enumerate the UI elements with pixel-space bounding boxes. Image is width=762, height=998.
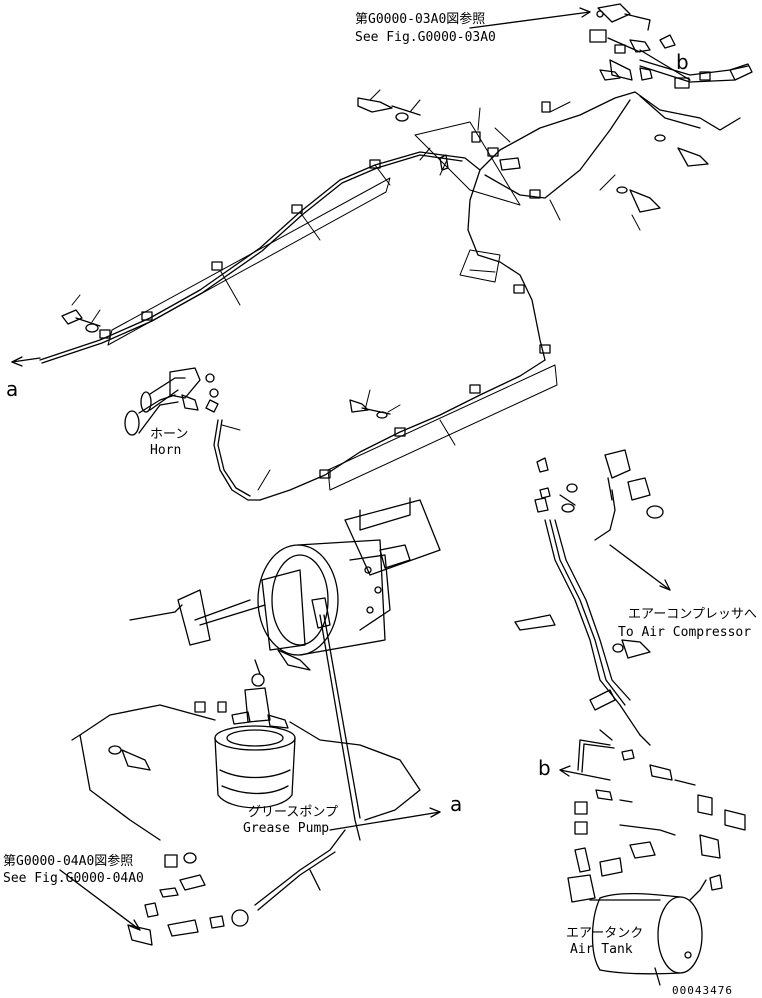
air-tank-label-jp: エアータンク: [566, 926, 644, 941]
grease-pump-icon: [71, 659, 421, 868]
horn-icon: [124, 367, 261, 501]
upper-air-line: [39, 91, 636, 501]
air-tank-label-en: Air Tank: [570, 942, 633, 957]
lower-left-fittings: [108, 745, 346, 946]
compressor-label-jp: エアーコンプレッサへ: [628, 607, 757, 622]
ref-top-jp: 第G0000-03A0図参照: [355, 12, 486, 27]
marker-a-bottom: a: [450, 792, 463, 816]
leader-lines: [71, 89, 641, 491]
grease-pump-label-en: Grease Pump: [243, 821, 330, 836]
compressor-label-en: To Air Compressor: [618, 625, 752, 640]
reference-arrows: [11, 7, 691, 931]
compressor-lines: [514, 449, 746, 891]
top-valve-cluster: [589, 3, 753, 131]
ref-top-en: See Fig.G0000-03A0: [355, 30, 496, 45]
marker-b-bottom: b: [538, 756, 551, 780]
ref-bottom-jp: 第G0000-04A0図参照: [3, 854, 134, 869]
marker-a-left: a: [6, 377, 19, 401]
marker-b-top: b: [676, 50, 689, 74]
air-tank-icon: [567, 874, 707, 986]
grease-pump-label-jp: グリースポンプ: [248, 805, 338, 820]
ref-bottom-en: See Fig.G0000-04A0: [3, 871, 144, 886]
fasteners-upper: [61, 97, 709, 419]
clip-callout-boxes: [107, 121, 558, 491]
part-number: 00043476: [672, 984, 733, 997]
hose-reel-assembly: [129, 497, 441, 841]
horn-label-en: Horn: [150, 443, 182, 458]
horn-label-jp: ホーン: [150, 427, 189, 442]
